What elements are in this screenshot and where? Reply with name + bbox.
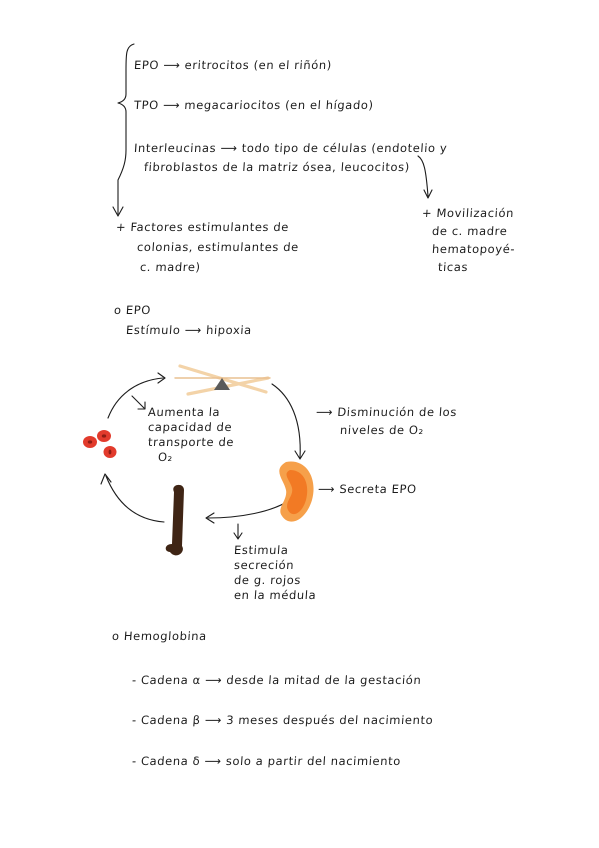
aumenta-arrowhead	[137, 401, 146, 410]
arc-top-right-arrowhead	[294, 450, 306, 460]
left-brace	[117, 43, 135, 215]
aumenta-arrow	[131, 395, 145, 409]
bone-icon	[165, 484, 184, 556]
right-bracket	[417, 155, 429, 197]
arc-bottom-left-arrowhead	[100, 473, 112, 485]
right-bracket-arrowhead	[423, 189, 433, 199]
arc-top-left	[107, 377, 164, 419]
kidney-icon	[279, 461, 314, 522]
arc-bottom-right-arrowhead	[205, 512, 215, 524]
left-brace-arrowhead	[112, 206, 124, 217]
arc-bottom-left	[105, 475, 165, 523]
seesaw-icon	[174, 364, 271, 396]
arc-top-left-arrowhead	[157, 372, 166, 384]
red-blood-cells-icon	[83, 430, 117, 458]
estimula-arrowhead	[233, 532, 243, 540]
arc-bottom-right	[207, 499, 291, 519]
arc-top-right	[271, 383, 301, 459]
